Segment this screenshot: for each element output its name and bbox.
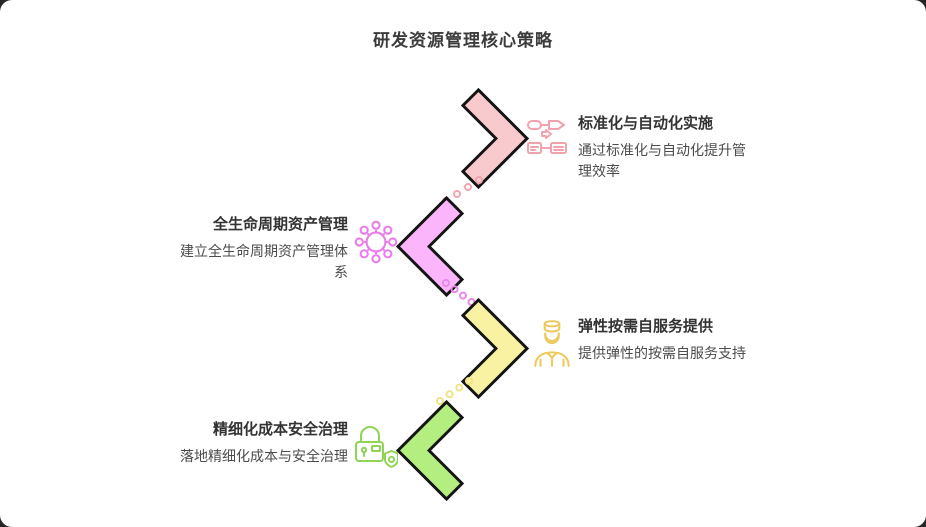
connector-dots-1 bbox=[439, 175, 485, 207]
step-description: 提供弹性的按需自服务支持 bbox=[578, 345, 746, 361]
chevron-right-shape bbox=[460, 88, 529, 189]
flowchart-icon bbox=[526, 116, 570, 160]
step-title: 精细化成本安全治理 bbox=[212, 421, 348, 438]
step-title: 标准化与自动化实施 bbox=[578, 115, 714, 132]
step-item-2: 全生命周期资产管理 建立全生命周期资产管理体系 bbox=[172, 215, 348, 283]
chevron-right-shape bbox=[460, 298, 529, 399]
chevron-1 bbox=[459, 88, 529, 189]
chevron-4 bbox=[396, 400, 466, 501]
step-description: 落地精细化成本与安全治理 bbox=[180, 448, 348, 464]
step-title: 弹性按需自服务提供 bbox=[578, 318, 714, 335]
lifecycle-hub-icon bbox=[353, 219, 399, 265]
connector-dots-3 bbox=[434, 376, 476, 408]
step-item-1: 标准化与自动化实施 通过标准化与自动化提升管理效率 bbox=[578, 114, 750, 182]
chevron-left-shape bbox=[396, 400, 465, 501]
step-item-4: 精细化成本安全治理 落地精细化成本与安全治理 bbox=[150, 420, 348, 467]
lock-shield-icon bbox=[351, 424, 398, 470]
step-description: 建立全生命周期资产管理体系 bbox=[180, 243, 348, 280]
step-title: 全生命周期资产管理 bbox=[212, 216, 348, 233]
chevron-left-shape bbox=[396, 196, 465, 297]
step-item-3: 弹性按需自服务提供 提供弹性的按需自服务支持 bbox=[578, 317, 750, 364]
service-person-icon bbox=[529, 318, 575, 368]
chevron-3 bbox=[459, 298, 529, 399]
chevron-2 bbox=[396, 196, 466, 297]
step-description: 通过标准化与自动化提升管理效率 bbox=[578, 142, 746, 179]
page-title: 研发资源管理核心策略 bbox=[373, 31, 553, 50]
